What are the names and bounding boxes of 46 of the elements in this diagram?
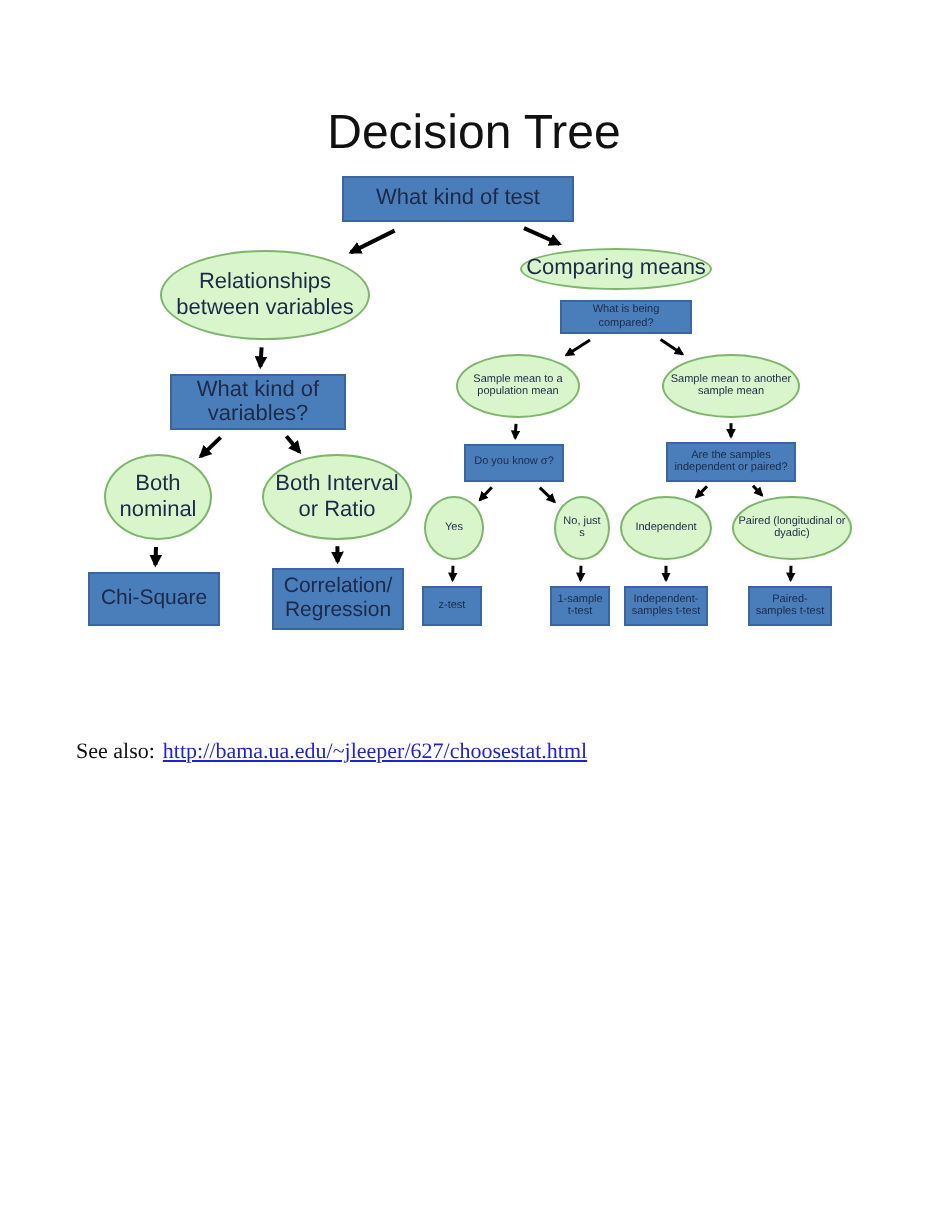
- arrow: [694, 485, 709, 499]
- arrow: [538, 486, 556, 504]
- arrow: [348, 228, 396, 255]
- arrow: [478, 486, 493, 502]
- arrow: [564, 338, 591, 357]
- question-box: [272, 568, 404, 630]
- arrow: [726, 423, 736, 439]
- node-text: Relationships between variables: [174, 270, 356, 320]
- arrow: [284, 434, 302, 454]
- node-text: What kind of variables?: [194, 377, 322, 427]
- node-text: Correlation/ Regression: [281, 575, 395, 623]
- arrow: [576, 565, 586, 583]
- question-box: [170, 374, 346, 430]
- option-ellipse: [104, 454, 212, 540]
- question-box: [342, 176, 574, 222]
- arrow: [659, 338, 685, 356]
- option-ellipse: [424, 496, 484, 560]
- node-text: What kind of test: [374, 186, 542, 212]
- node-text: Comparing means: [524, 256, 708, 282]
- arrow: [786, 565, 796, 583]
- arrow: [510, 423, 521, 441]
- arrow: [254, 347, 268, 370]
- url-link: http://bama.ua.edu/~jleeper/627/choosestat.html: [162, 740, 588, 764]
- arrow: [661, 565, 671, 583]
- question-box: [422, 586, 482, 626]
- note-text: See also:: [76, 740, 155, 764]
- node-text: Both nominal: [117, 472, 199, 522]
- question-box: [560, 300, 692, 334]
- arrow: [523, 226, 562, 246]
- diagram-title: Decision Tree: [325, 106, 623, 162]
- question-box: [666, 442, 796, 482]
- arrow: [198, 435, 222, 459]
- option-ellipse: [456, 354, 580, 418]
- node-text: Both Interval or Ratio: [273, 472, 401, 522]
- option-ellipse: [554, 496, 610, 560]
- arrow: [331, 546, 344, 565]
- node-text: Chi-Square: [98, 587, 210, 611]
- arrow: [448, 565, 458, 583]
- question-box: [624, 586, 708, 626]
- question-box: [748, 586, 832, 626]
- arrow: [751, 484, 764, 497]
- option-ellipse: [620, 496, 712, 560]
- question-box: [550, 586, 610, 626]
- question-box: [88, 572, 220, 626]
- question-box: [464, 444, 564, 482]
- arrow: [149, 546, 163, 568]
